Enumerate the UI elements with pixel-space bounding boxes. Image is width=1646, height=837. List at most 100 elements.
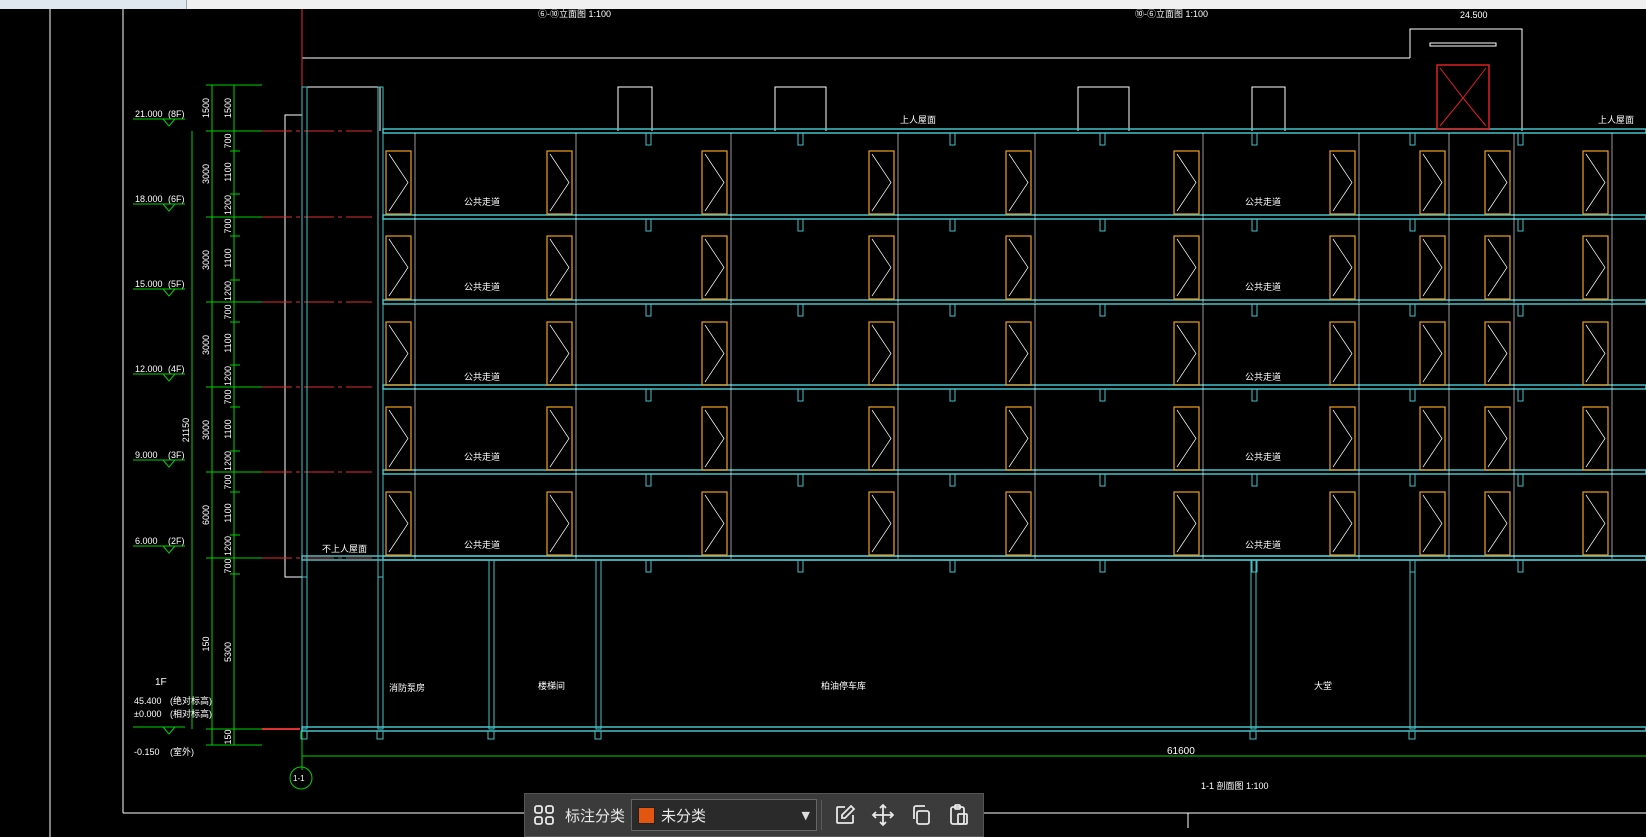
chevron-down-icon: ▼: [801, 808, 811, 822]
beam: [1409, 303, 1416, 317]
copy-icon[interactable]: [906, 800, 936, 830]
floor-tag: (8F): [168, 109, 185, 119]
grid-icon[interactable]: [529, 800, 559, 830]
door-frame: [1419, 491, 1446, 556]
door-swing: [549, 494, 570, 553]
door-frame: [1582, 406, 1609, 471]
door-frame: [701, 321, 728, 386]
door-swing: [1008, 153, 1029, 212]
beam: [1517, 473, 1524, 487]
door-swing: [1585, 324, 1606, 383]
door-frame: [1329, 406, 1356, 471]
door-swing: [1487, 238, 1508, 297]
beam: [1251, 473, 1258, 487]
door-frame: [868, 406, 895, 471]
door-frame: [546, 321, 573, 386]
beam: [1099, 132, 1106, 146]
door-swing: [1332, 238, 1353, 297]
door-frame: [385, 235, 412, 300]
ground-abs-note: (绝对标高): [170, 695, 212, 706]
beam: [1251, 388, 1258, 402]
move-icon[interactable]: [868, 800, 898, 830]
corridor-label: 公共走道: [1245, 371, 1281, 382]
door-swing: [1008, 324, 1029, 383]
door-frame: [701, 406, 728, 471]
door-swing: [1422, 409, 1443, 468]
door-swing: [1008, 494, 1029, 553]
door-swing: [704, 494, 725, 553]
door-frame: [868, 321, 895, 386]
edit-icon[interactable]: [830, 800, 860, 830]
corridor-label: 公共走道: [1245, 539, 1281, 550]
elev-marker: [162, 726, 176, 735]
beam: [645, 303, 652, 317]
door-frame: [1005, 235, 1032, 300]
door-frame: [546, 235, 573, 300]
door-frame: [1419, 406, 1446, 471]
door-swing: [1487, 324, 1508, 383]
dim-text-inner: 1100: [223, 248, 233, 267]
door-swing: [1332, 324, 1353, 383]
ground-rel-elev: ±0.000: [134, 709, 161, 719]
dim-text-total: 21150: [181, 418, 191, 442]
door-swing: [549, 409, 570, 468]
door-frame: [701, 491, 728, 556]
floor-elevation: 12.000: [135, 364, 163, 374]
dim-text-inner: 1200: [223, 366, 233, 386]
beam: [1409, 559, 1416, 573]
dim-text-inner: 1100: [223, 162, 233, 181]
corridor-label: 公共走道: [1245, 196, 1281, 207]
floor-slab: [382, 214, 1646, 220]
footing: [1408, 730, 1416, 740]
door-swing: [388, 409, 409, 468]
inner-column: [377, 86, 384, 578]
room-label: 楼梯间: [538, 680, 565, 691]
ground-rel-note: (相对标高): [170, 708, 212, 719]
left-column: [301, 86, 308, 578]
beam: [1409, 218, 1416, 232]
document-tab[interactable]: [0, 0, 187, 9]
door-frame: [701, 150, 728, 215]
beam: [1517, 132, 1524, 146]
beam: [949, 473, 956, 487]
floor-tag: (4F): [168, 364, 185, 374]
corridor-label: 公共走道: [1245, 451, 1281, 462]
roof-skylight: [617, 86, 653, 131]
footing: [487, 730, 495, 740]
floor-tag: (6F): [168, 194, 185, 204]
door-swing: [704, 238, 725, 297]
door-swing: [1008, 409, 1029, 468]
column: [1250, 559, 1257, 730]
door-frame: [1329, 491, 1356, 556]
category-select[interactable]: 未分类 ▼: [631, 799, 818, 831]
door-swing: [388, 238, 409, 297]
dim-text-inner: 150: [223, 729, 233, 744]
beam: [949, 303, 956, 317]
door-frame: [546, 491, 573, 556]
left-wall-outline: [284, 114, 302, 578]
dim-text-inner: 1200: [223, 195, 233, 215]
beam: [949, 559, 956, 573]
door-frame: [385, 150, 412, 215]
floor-elevation: 18.000: [135, 194, 163, 204]
paste-icon[interactable]: [944, 800, 974, 830]
tower-door: [1436, 64, 1490, 130]
beam: [1517, 303, 1524, 317]
beam: [645, 559, 652, 573]
footing: [1249, 730, 1257, 740]
ground-abs-elev: 45.400: [134, 696, 162, 706]
door-frame: [1005, 491, 1032, 556]
door-frame: [1484, 406, 1511, 471]
roof-parapet-line: [301, 57, 1410, 131]
cad-drawing-canvas[interactable]: 1500300030003000300060001501500700110012…: [0, 9, 1646, 837]
door-frame: [701, 235, 728, 300]
door-frame: [1329, 150, 1356, 215]
axis-bubble-label: 1-1: [293, 774, 305, 783]
column: [377, 559, 384, 730]
door-frame: [1005, 321, 1032, 386]
dim-text-inner: 700: [223, 389, 233, 404]
door-frame: [1484, 150, 1511, 215]
door-swing: [1422, 153, 1443, 212]
column: [301, 559, 308, 730]
door-swing: [1422, 238, 1443, 297]
